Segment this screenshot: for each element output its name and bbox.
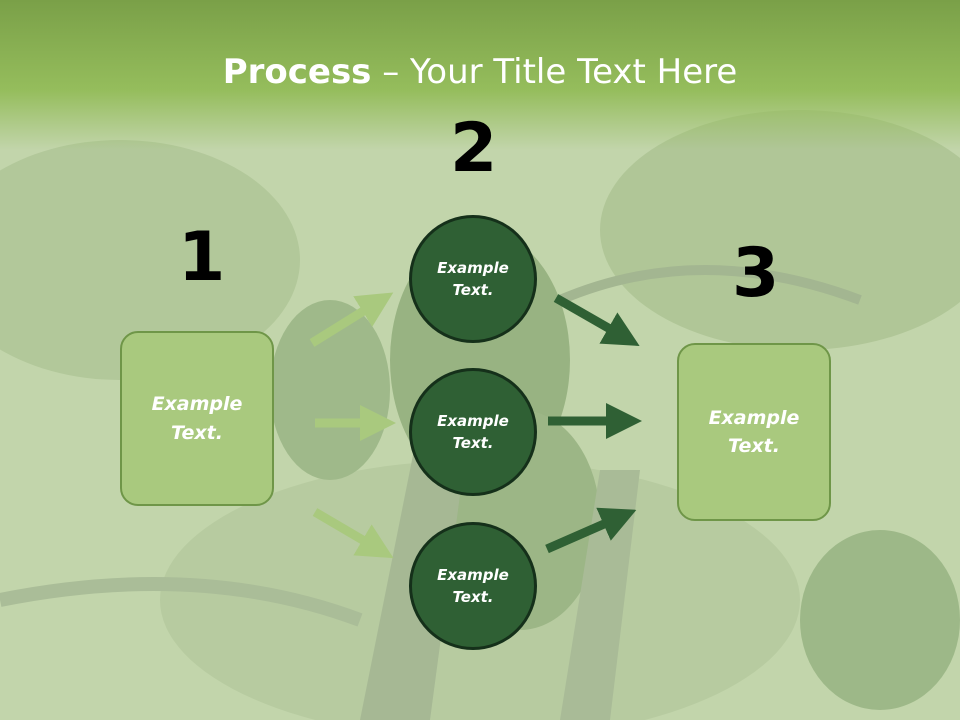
slide-title[interactable]: Process – Your Title Text Here — [0, 52, 960, 92]
arrow-bottom-to-3 — [545, 507, 637, 554]
circle-bottom-text: Example Text. — [437, 565, 509, 607]
title-rest: – Your Title Text Here — [371, 52, 738, 92]
step-number-3: 3 — [732, 234, 780, 313]
arrow-1-to-bottom — [312, 508, 394, 559]
circle-middle-text: Example Text. — [437, 411, 509, 453]
step-number-1: 1 — [178, 218, 226, 297]
step-2-circle-middle[interactable]: Example Text. — [409, 368, 537, 496]
arrow-top-to-3 — [553, 294, 640, 346]
step-number-2: 2 — [450, 109, 498, 188]
step-3-text: Example Text. — [708, 406, 800, 458]
title-bold: Process — [222, 52, 372, 92]
step-1-box[interactable]: Example Text. — [120, 331, 274, 506]
circle-top-text: Example Text. — [437, 258, 509, 300]
step-1-text: Example Text. — [151, 393, 243, 444]
title-banner — [0, 0, 960, 150]
step-2-circle-bottom[interactable]: Example Text. — [409, 522, 537, 650]
step-3-box[interactable]: Example Text. — [677, 343, 831, 521]
arrow-1-to-top — [309, 292, 394, 347]
step-2-circle-top[interactable]: Example Text. — [409, 215, 537, 343]
